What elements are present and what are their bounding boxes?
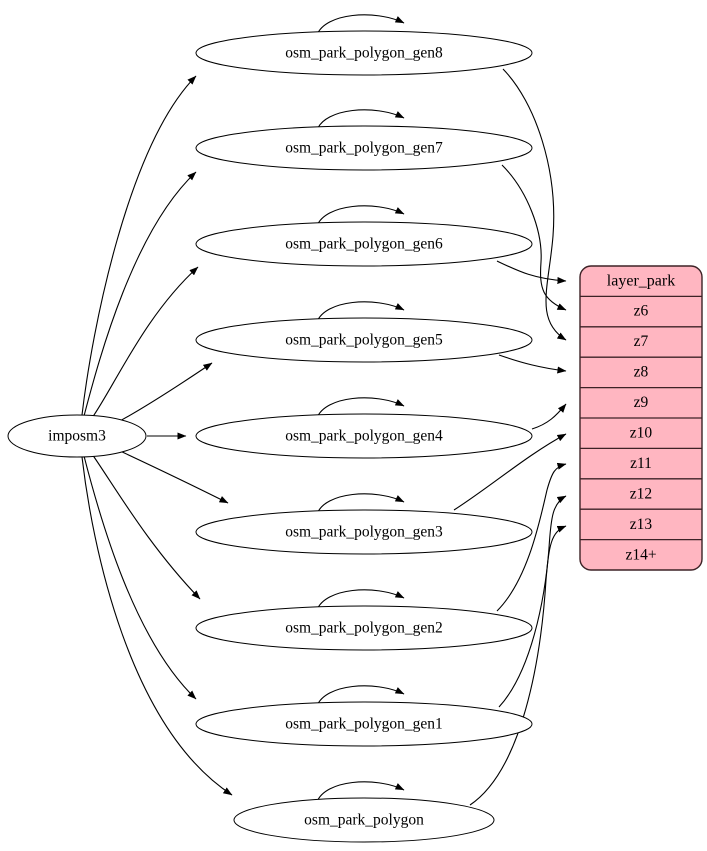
node-gen7-shape[interactable] [195, 125, 533, 171]
node-gen6-label: osm_park_polygon_gen6 [285, 236, 443, 253]
self-loop-gen7 [316, 109, 405, 131]
edge-imposm3-to-osm_park_polygon [81, 456, 233, 796]
edge-imposm3-to-gen7 [83, 171, 197, 417]
table-row-z14plus[interactable]: z14+ [625, 547, 656, 564]
edge-osm_park_polygon-to-z14 [469, 525, 567, 806]
edge-imposm3-to-gen5 [117, 362, 213, 423]
edge-gen5-to-z9 [498, 354, 567, 374]
self-loop-gen8 [316, 14, 405, 36]
edge-imposm3-to-gen1 [83, 455, 197, 700]
layer-park-table[interactable]: layer_park z6 z7 z8 z9 z10 z11 z12 z13 z… [579, 265, 703, 571]
node-imposm3[interactable]: imposm3 [7, 414, 147, 458]
table-row-z7[interactable]: z7 [634, 333, 649, 350]
self-loop-group [316, 14, 405, 803]
edge-gen3-to-z11 [453, 433, 567, 511]
node-gen8-shape[interactable] [195, 30, 533, 76]
self-loop-gen2 [316, 589, 405, 611]
node-osm_park_polygon_gen3[interactable]: osm_park_polygon_gen3 [195, 509, 533, 555]
node-gen5-label: osm_park_polygon_gen5 [285, 332, 443, 349]
node-gen3-shape[interactable] [195, 509, 533, 555]
node-imposm3-shape[interactable] [7, 414, 147, 458]
node-osm_park_polygon-label: osm_park_polygon [304, 812, 424, 829]
node-gen7-label: osm_park_polygon_gen7 [285, 140, 443, 157]
edge-imposm3-to-gen6 [91, 266, 199, 419]
table-row-z8[interactable]: z8 [634, 364, 649, 381]
node-gen5-shape[interactable] [195, 317, 533, 363]
edge-gen2-to-z12 [496, 462, 567, 612]
node-gen4-shape[interactable] [195, 413, 533, 459]
edge-imposm3-to-gen2 [91, 453, 201, 600]
edge-gen7-to-z7 [501, 164, 567, 311]
node-osm_park_polygon[interactable]: osm_park_polygon [233, 797, 495, 843]
node-osm_park_polygon_gen5[interactable]: osm_park_polygon_gen5 [195, 317, 533, 363]
self-loop-gen4 [316, 397, 405, 419]
node-imposm3-label: imposm3 [48, 428, 106, 445]
node-gen3-label: osm_park_polygon_gen3 [285, 524, 443, 541]
node-osm_park_polygon_gen7[interactable]: osm_park_polygon_gen7 [195, 125, 533, 171]
node-osm_park_polygon_gen6[interactable]: osm_park_polygon_gen6 [195, 221, 533, 267]
edges-from-source-group [81, 75, 233, 796]
table-row-z6[interactable]: z6 [634, 303, 649, 320]
node-gen4-label: osm_park_polygon_gen4 [285, 428, 443, 445]
node-osm_park_polygon_gen1[interactable]: osm_park_polygon_gen1 [195, 701, 533, 747]
self-loop-gen1 [316, 685, 405, 707]
edge-imposm3-to-gen3 [117, 449, 229, 504]
edges-to-table-group [453, 68, 567, 806]
table-row-z10[interactable]: z10 [630, 425, 653, 442]
node-gen8-label: osm_park_polygon_gen8 [285, 45, 443, 62]
table-row-z13[interactable]: z13 [630, 516, 653, 533]
self-loop-gen6 [316, 205, 405, 227]
node-gen2-shape[interactable] [195, 605, 533, 651]
table-row-z9[interactable]: z9 [634, 394, 649, 411]
node-osm_park_polygon_gen2[interactable]: osm_park_polygon_gen2 [195, 605, 533, 651]
table-row-z11[interactable]: z11 [630, 455, 652, 472]
node-osm_park_polygon-shape[interactable] [233, 797, 495, 843]
self-loop-osm_park_polygon [316, 781, 405, 803]
table-row-z12[interactable]: z12 [630, 486, 652, 503]
self-loop-gen5 [316, 301, 405, 323]
node-gen6-shape[interactable] [195, 221, 533, 267]
node-gen1-shape[interactable] [195, 701, 533, 747]
edge-gen6-to-z6 [496, 260, 567, 284]
layer-park-header-label: layer_park [607, 273, 675, 290]
node-gen1-label: osm_park_polygon_gen1 [285, 716, 443, 733]
edge-imposm3-to-gen8 [81, 75, 197, 416]
self-loop-gen3 [316, 493, 405, 515]
edge-gen4-to-z10 [531, 403, 567, 430]
node-osm_park_polygon_gen8[interactable]: osm_park_polygon_gen8 [195, 30, 533, 76]
edge-gen8-to-z8 [502, 68, 567, 341]
node-osm_park_polygon_gen4[interactable]: osm_park_polygon_gen4 [195, 413, 533, 459]
node-gen2-label: osm_park_polygon_gen2 [285, 620, 443, 637]
